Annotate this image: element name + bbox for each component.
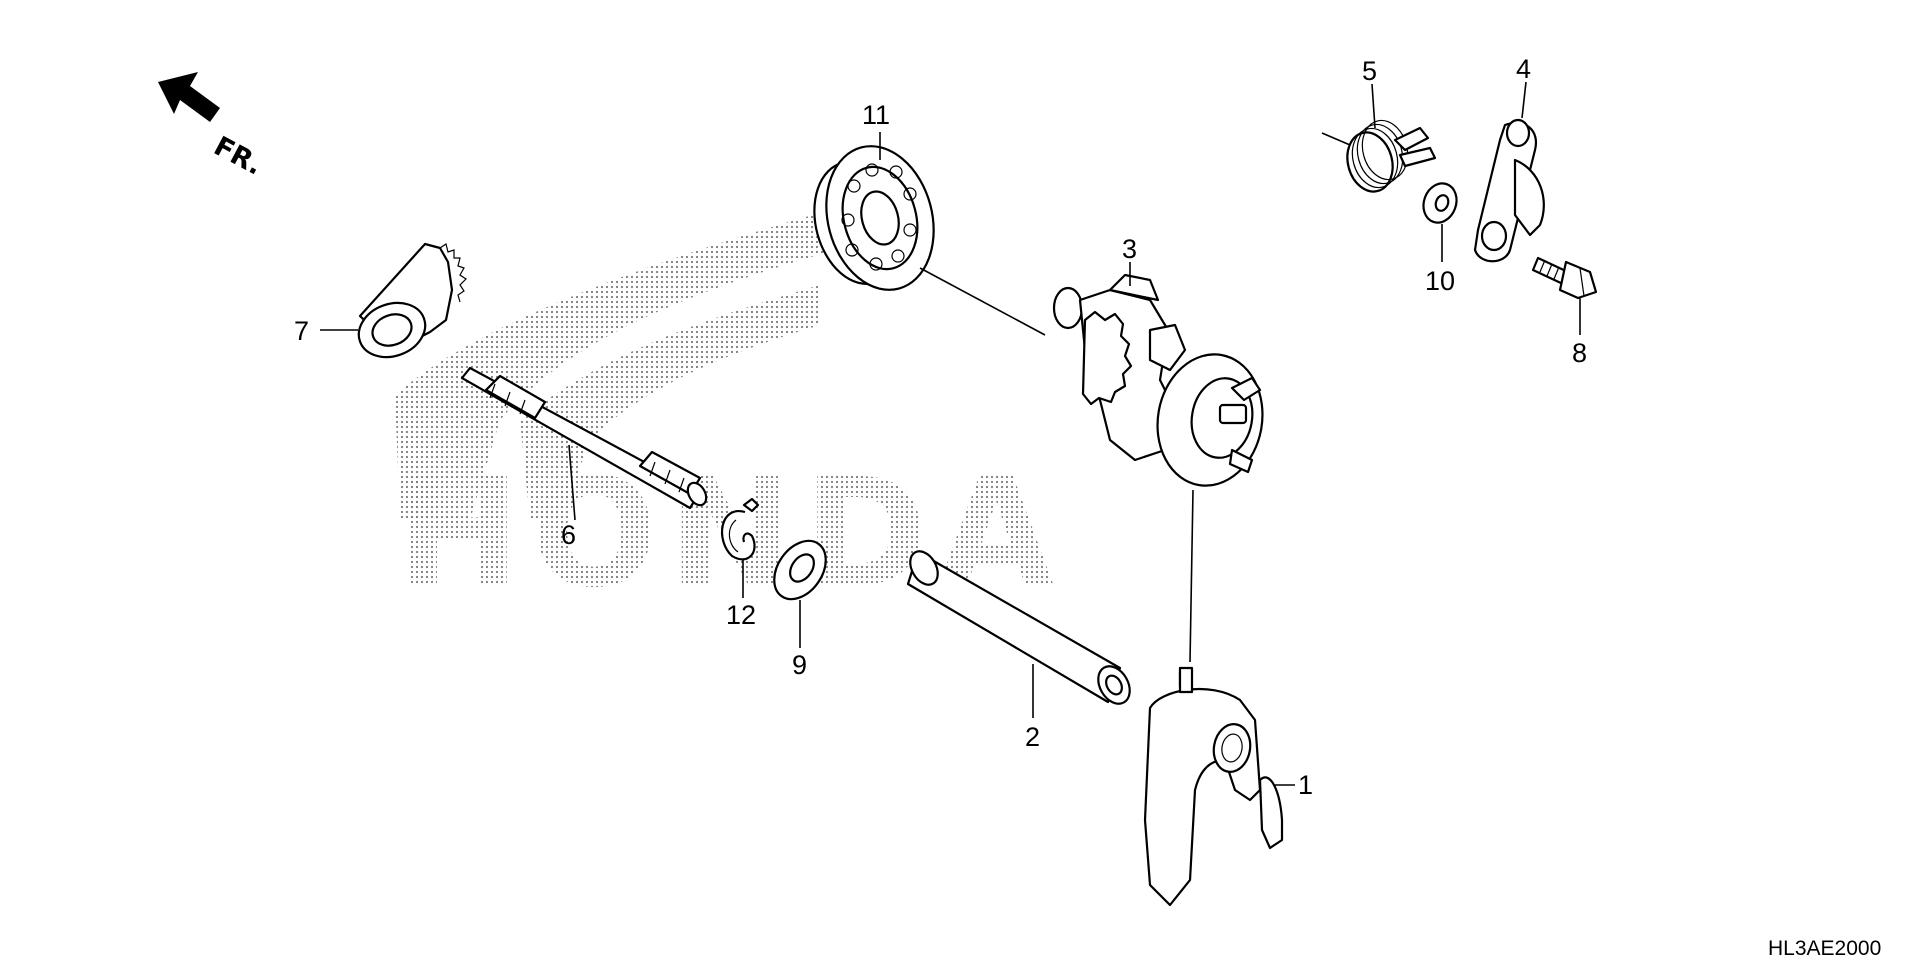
callout-7: 7	[294, 316, 309, 346]
part-2-fork-shaft	[906, 550, 1131, 705]
part-3-shift-drum	[1052, 273, 1264, 487]
callout-9: 9	[792, 650, 807, 680]
watermark-wing	[395, 210, 835, 520]
part-5-return-spring	[1346, 119, 1437, 193]
part-11-bearing	[813, 145, 935, 291]
callout-8: 8	[1572, 338, 1587, 368]
direction-label: FR.	[209, 131, 268, 182]
direction-arrow-icon	[158, 72, 220, 122]
callout-1: 1	[1298, 770, 1313, 800]
part-9-washer	[773, 539, 827, 601]
part-1-shift-fork	[1143, 666, 1284, 907]
part-12-circlip	[720, 497, 760, 561]
callout-4: 4	[1516, 54, 1531, 84]
leader-lines	[320, 81, 1581, 786]
callout-12: 12	[726, 600, 756, 630]
callout-10: 10	[1425, 266, 1455, 296]
front-direction-indicator: FR.	[158, 72, 267, 182]
callout-6: 6	[561, 520, 576, 550]
diagram-code: HL3AE2000	[1768, 937, 1881, 960]
part-7-shift-sector	[357, 242, 467, 359]
callout-2: 2	[1025, 722, 1040, 752]
part-10-collar	[1422, 182, 1458, 224]
callout-labels: 1 2 3 4 5 6 7 8 9 10 11 12	[294, 54, 1587, 800]
callout-5: 5	[1362, 56, 1377, 86]
callout-11: 11	[862, 100, 890, 130]
part-4-stopper-arm	[1473, 118, 1545, 263]
part-8-bolt	[1531, 256, 1598, 300]
part-6-shift-spindle	[460, 366, 708, 510]
callout-3: 3	[1122, 234, 1137, 264]
brand-watermark: HONDA	[395, 210, 1054, 621]
